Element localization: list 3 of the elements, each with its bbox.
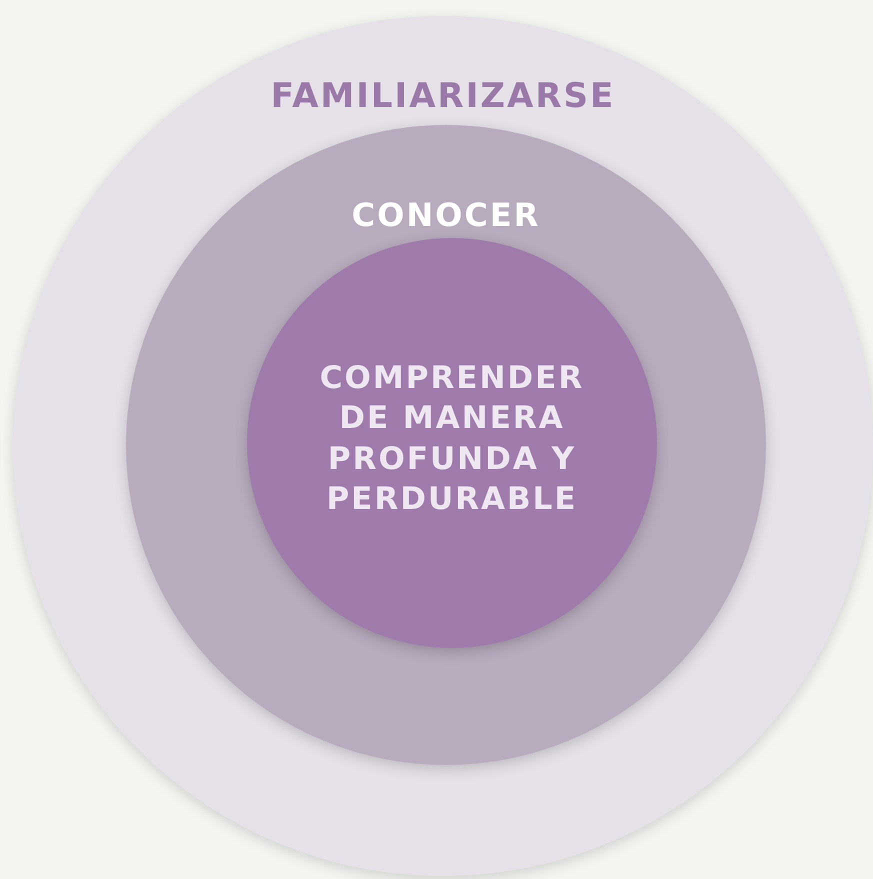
ring-label: FAMILIARIZARSE bbox=[270, 75, 616, 118]
center-label: COMPRENDER DE MANERA PROFUNDA Y PERDURABLE bbox=[318, 359, 586, 519]
ring-label: CONOCER bbox=[352, 195, 540, 236]
